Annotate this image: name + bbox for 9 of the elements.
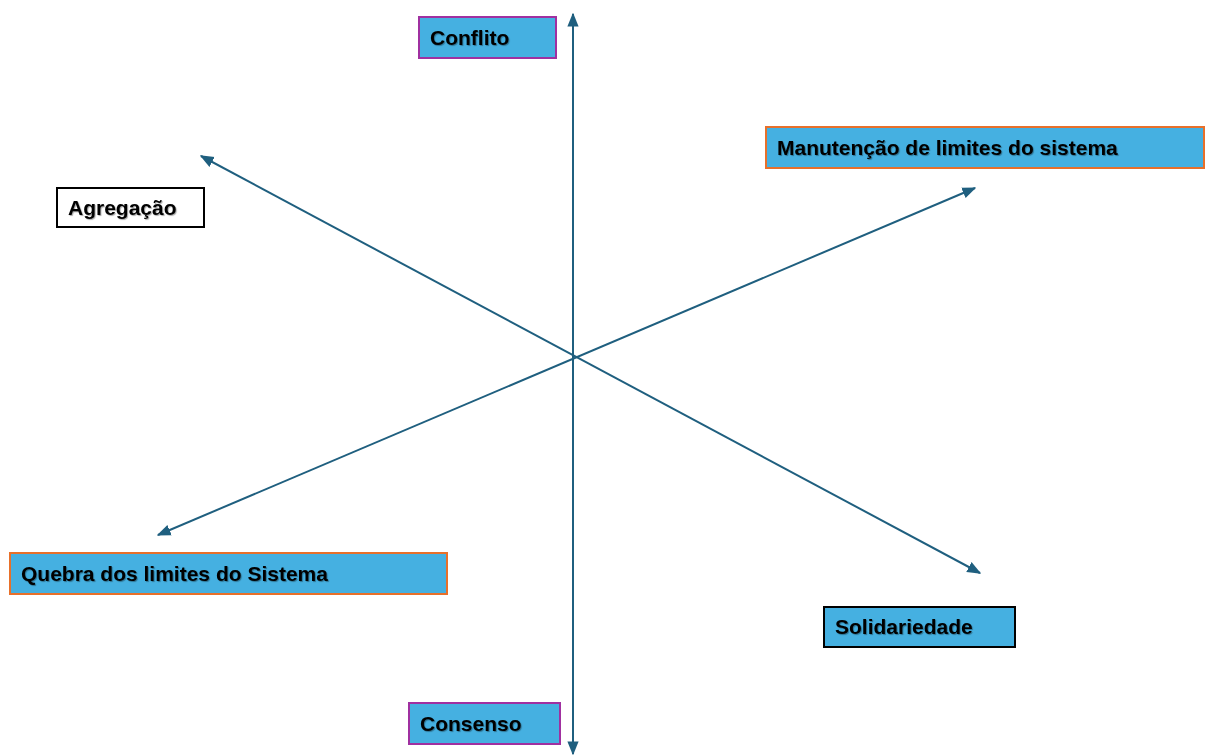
label-box: Manutenção de limites do sistema bbox=[765, 126, 1205, 169]
double-arrow bbox=[567, 12, 579, 756]
label-box: Agregação bbox=[56, 187, 205, 228]
label-box: Solidariedade bbox=[823, 606, 1016, 648]
double-arrow bbox=[156, 187, 977, 536]
label-box: Quebra dos limites do Sistema bbox=[9, 552, 448, 595]
label-box: Consenso bbox=[408, 702, 561, 745]
double-arrow bbox=[199, 155, 982, 574]
label-box: Conflito bbox=[418, 16, 557, 59]
